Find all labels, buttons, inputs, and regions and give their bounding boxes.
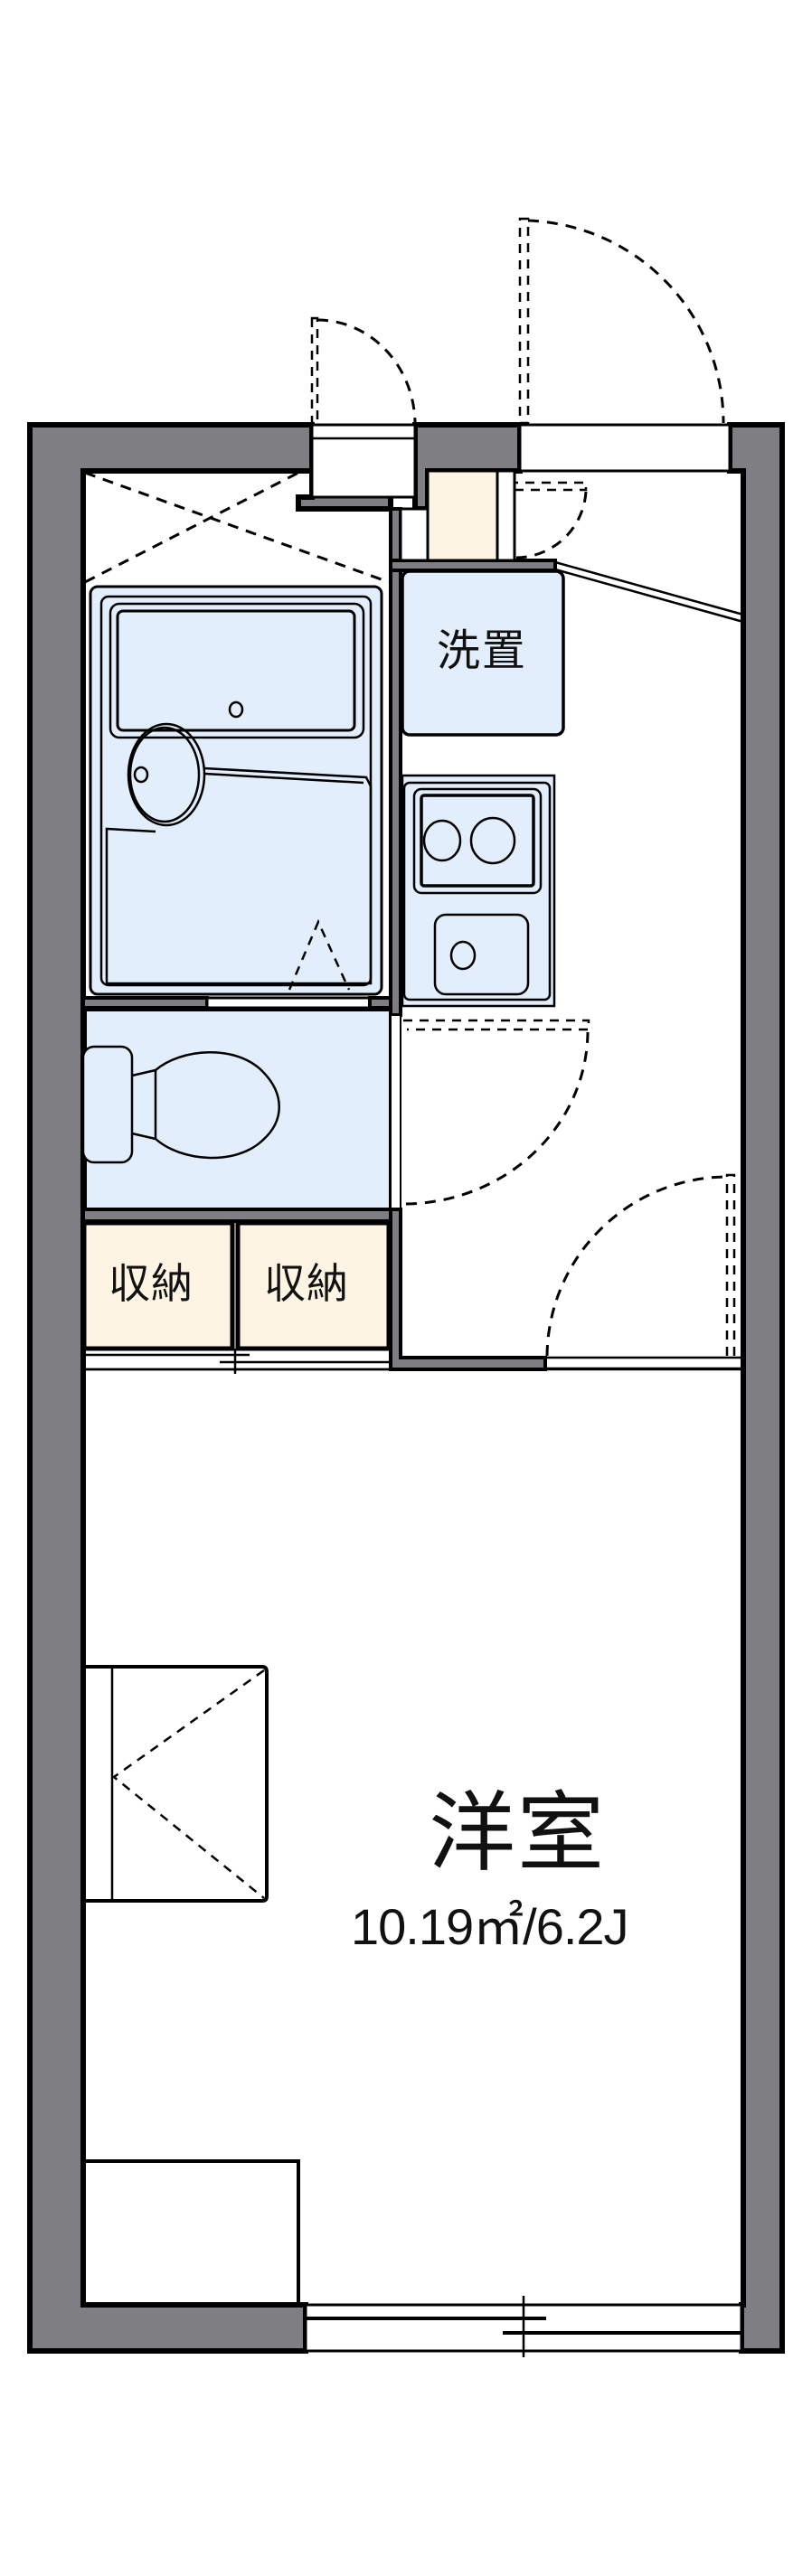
top-small-window	[310, 423, 417, 499]
toilet-bowl-icon	[155, 1051, 280, 1160]
shoe-cabinet	[399, 469, 588, 562]
washer-space-label: 洗置	[437, 625, 528, 676]
desk-box	[85, 2159, 300, 2305]
stove-burner-icon	[422, 819, 462, 862]
stove-burner-icon	[469, 816, 516, 865]
small-door-swing-icon	[310, 316, 417, 425]
bath-toilet-divider	[81, 996, 392, 1010]
entrance-opening	[518, 423, 732, 473]
bottom-sliding-window	[304, 2296, 743, 2357]
storage-closets	[81, 1220, 392, 1374]
toilet-tank-icon	[81, 1045, 134, 1164]
storage-2-label: 収納	[264, 1259, 349, 1308]
corridor-partition	[389, 1208, 743, 1371]
washbasin-icon	[128, 726, 201, 823]
drain-icon	[449, 940, 477, 971]
tub-drain-icon	[228, 700, 244, 719]
sink-icon	[433, 913, 530, 996]
toilet-door-swing-icon[interactable]	[390, 1014, 590, 1210]
western-room-area: 10.19㎡/6.2J	[351, 1898, 629, 1955]
toilet-bottom-wall	[81, 1208, 402, 1223]
western-room-label: 洋室	[429, 1782, 606, 1884]
utility-space	[84, 471, 390, 584]
entrance-shelf-line	[554, 560, 744, 624]
storage-1-label: 収納	[109, 1259, 194, 1308]
kitchen-counter	[401, 774, 556, 1008]
room-door-swing-icon[interactable]	[545, 1173, 736, 1358]
bathtub-icon	[116, 609, 356, 732]
bathroom-unit	[89, 585, 383, 996]
entrance-door-swing-icon[interactable]	[518, 217, 725, 425]
toilet-room	[81, 1008, 392, 1211]
closet-unit	[85, 1665, 269, 1903]
washer-space	[401, 569, 565, 737]
